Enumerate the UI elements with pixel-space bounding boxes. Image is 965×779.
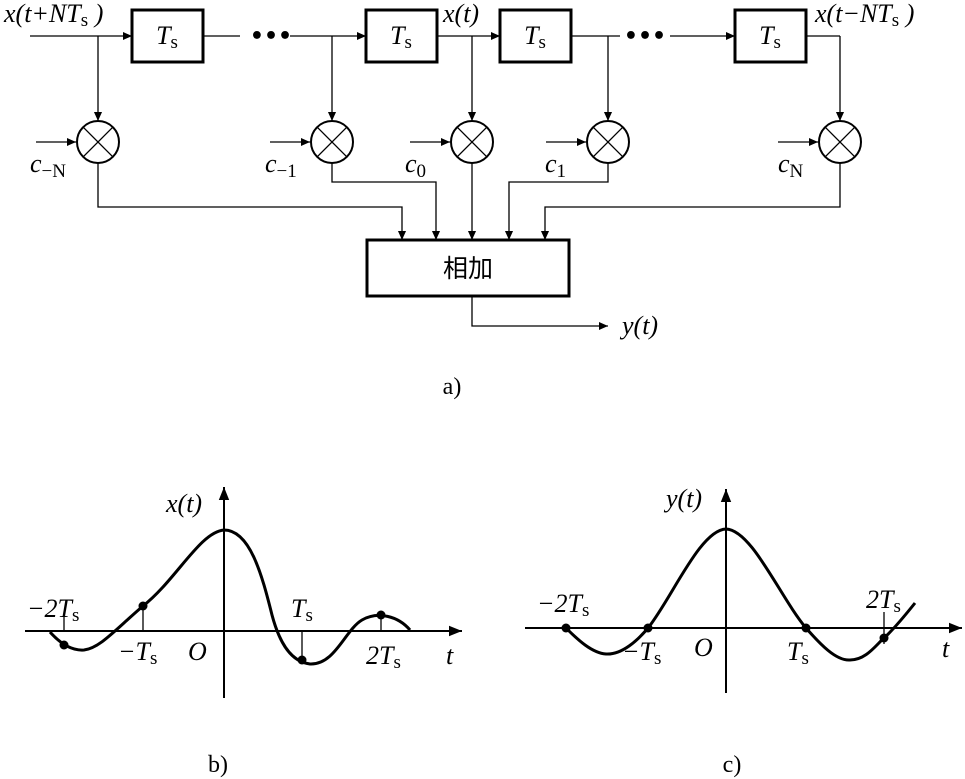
c-tick-label-minus-2ts: −2Ts	[537, 589, 589, 621]
b-x-curve	[48, 528, 412, 666]
c-sample-point	[643, 623, 653, 633]
c-y-curve	[564, 527, 917, 662]
adder-input-lines	[97, 163, 841, 240]
ellipsis-left: •••	[250, 24, 292, 49]
waveform-b: x(t) t O −2Ts −Ts Ts 2Ts b)	[25, 487, 462, 778]
b-x-axis-label: t	[446, 641, 454, 670]
coefficient-label-n: cN	[778, 149, 804, 182]
delay-block-2: Ts	[364, 8, 439, 64]
caption-b: b)	[208, 752, 228, 778]
coefficient-label-minus-n: c−N	[30, 149, 66, 182]
delay-block-3: Ts	[498, 8, 573, 64]
svg-text:Ts: Ts	[759, 21, 781, 53]
coefficient-label-minus-1: c−1	[265, 149, 297, 182]
svg-text:Ts: Ts	[390, 21, 412, 53]
output-line	[471, 296, 608, 331]
block-diagram: ••• ••• Ts Ts Ts Ts x(t+NTs ) x(t) x(t−N…	[3, 0, 914, 400]
adder-block: 相加	[365, 238, 571, 298]
c-sample-point	[561, 623, 571, 633]
b-sample-point	[138, 601, 148, 611]
c-sample-point	[879, 633, 889, 643]
delay-block-4: Ts	[733, 8, 808, 64]
b-tick-label-2ts: 2Ts	[366, 641, 401, 673]
c-tick-label-ts: Ts	[787, 637, 809, 669]
b-origin-label: O	[188, 637, 207, 666]
svg-text:Ts: Ts	[156, 21, 178, 53]
b-tick-label-minus-ts: −Ts	[118, 637, 157, 669]
input-signal-label: x(t+NTs )	[3, 0, 103, 31]
multiplier-4	[586, 120, 630, 164]
coefficient-label-1: c1	[545, 149, 566, 182]
c-y-axis-label: y(t)	[663, 484, 702, 513]
delay-block-1: Ts	[130, 8, 205, 64]
b-sample-point	[297, 655, 307, 665]
c-tick-label-minus-ts: −Ts	[622, 637, 661, 669]
multiplier-5	[818, 120, 862, 164]
tap-lines	[93, 36, 845, 121]
output-label: y(t)	[619, 311, 658, 340]
c-x-axis-label: t	[942, 634, 950, 663]
caption-a: a)	[443, 374, 462, 400]
b-tick-label-ts: Ts	[291, 594, 313, 626]
b-sample-point	[376, 610, 386, 620]
multiplier-3	[450, 120, 494, 164]
coefficient-label-0: c0	[405, 149, 426, 182]
caption-c: c)	[723, 752, 742, 778]
ellipsis-right: •••	[624, 24, 666, 49]
multiplier-1	[76, 120, 120, 164]
svg-text:Ts: Ts	[524, 21, 546, 53]
center-signal-label: x(t)	[442, 0, 479, 28]
c-sample-point	[801, 623, 811, 633]
output-tap-signal-label: x(t−NTs )	[814, 0, 914, 31]
multiplier-2	[310, 120, 354, 164]
c-origin-label: O	[694, 633, 713, 662]
c-tick-label-2ts: 2Ts	[866, 585, 901, 617]
adder-label: 相加	[443, 254, 493, 283]
waveform-c: y(t) t O −2Ts −Ts Ts 2Ts c)	[525, 484, 962, 778]
b-y-axis-label: x(t)	[165, 489, 202, 518]
b-sample-point	[59, 640, 69, 650]
b-tick-label-minus-2ts: −2Ts	[27, 594, 79, 626]
